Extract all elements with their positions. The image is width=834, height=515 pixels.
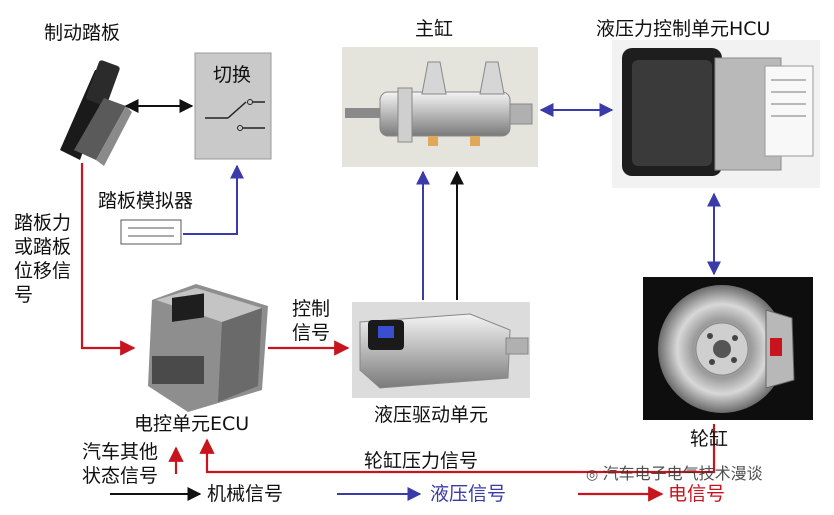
- wheel-cylinder-label: 轮缸: [690, 428, 729, 450]
- master-cylinder-image: [342, 47, 538, 167]
- brake-pedal-image: [60, 60, 132, 166]
- pedal-simulator-icon: [120, 219, 182, 245]
- simulator-label: 踏板模拟器: [98, 190, 194, 212]
- pedal-label: 制动踏板: [44, 22, 121, 44]
- control-signal-label-1: 控制: [292, 298, 331, 320]
- wheel-pressure-signal-label: 轮缸压力信号: [364, 450, 479, 472]
- master-cylinder-label: 主缸: [415, 18, 454, 40]
- watermark-text: 汽车电子电气技术漫谈: [602, 464, 763, 483]
- electrical-arrows: [80, 163, 716, 502]
- hydraulic-drive-label: 液压驱动单元: [374, 404, 489, 426]
- pedal-signal-label-1: 踏板力: [14, 212, 72, 234]
- watermark: ◎ 汽车电子电气技术漫谈: [586, 464, 763, 485]
- pedal-signal-label-4: 号: [14, 284, 34, 306]
- legend-mechanical: 机械信号: [207, 483, 284, 505]
- wechat-icon: ◎: [586, 467, 603, 483]
- control-signal-label-2: 信号: [292, 322, 331, 344]
- ecu-label: 电控单元ECU: [134, 413, 250, 435]
- switch-label: 切换: [213, 64, 252, 86]
- vehicle-status-label-2: 状态信号: [82, 465, 159, 487]
- switch-box: [194, 52, 272, 160]
- hcu-image: [612, 40, 820, 188]
- brake-disc-image: [643, 277, 813, 420]
- pedal-signal-label-3: 位移信: [14, 260, 72, 282]
- ecu-image: [148, 284, 268, 412]
- hydraulic-arrows: [183, 103, 721, 501]
- pedal-signal-label-2: 或踏板: [14, 236, 72, 258]
- vehicle-status-label-1: 汽车其他: [82, 441, 159, 463]
- legend-electrical: 电信号: [668, 483, 726, 505]
- legend-hydraulic: 液压信号: [430, 483, 507, 505]
- hcu-label: 液压力控制单元HCU: [596, 18, 771, 40]
- hydraulic-drive-image: [352, 302, 530, 398]
- mechanical-arrows: [110, 99, 464, 501]
